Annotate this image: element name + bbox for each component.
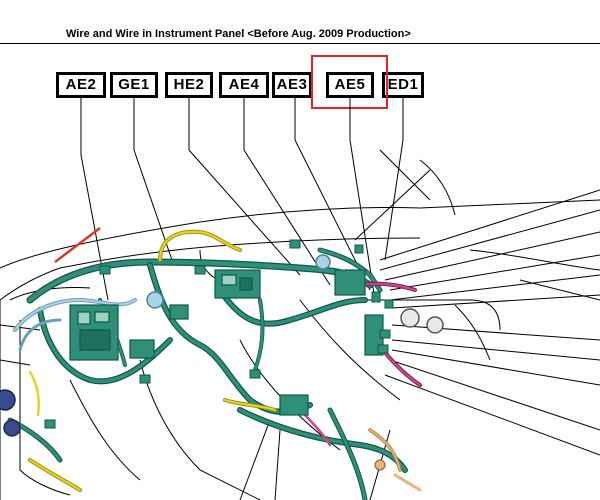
yellow-wiring — [28, 229, 277, 492]
wiring-diagram — [0, 98, 600, 500]
title-divider — [0, 43, 600, 44]
connector-label-ge1[interactable]: GE1 — [110, 72, 158, 98]
small-connectors — [44, 239, 394, 429]
main-harness — [7, 247, 408, 500]
connector-label-ae5[interactable]: AE5 — [326, 72, 374, 98]
junction-blocks — [69, 269, 384, 416]
connector-label-he2[interactable]: HE2 — [165, 72, 213, 98]
light-blue-wiring — [13, 297, 137, 352]
connector-label-ed1[interactable]: ED1 — [382, 72, 424, 98]
red-wire — [54, 227, 101, 263]
orange-wiring — [368, 428, 422, 492]
round-connectors — [0, 254, 444, 471]
page-title: Wire and Wire in Instrument Panel <Befor… — [66, 28, 411, 40]
connector-label-ae2[interactable]: AE2 — [56, 72, 106, 98]
connector-label-ae3[interactable]: AE3 — [272, 72, 312, 98]
connector-label-ae4[interactable]: AE4 — [219, 72, 269, 98]
